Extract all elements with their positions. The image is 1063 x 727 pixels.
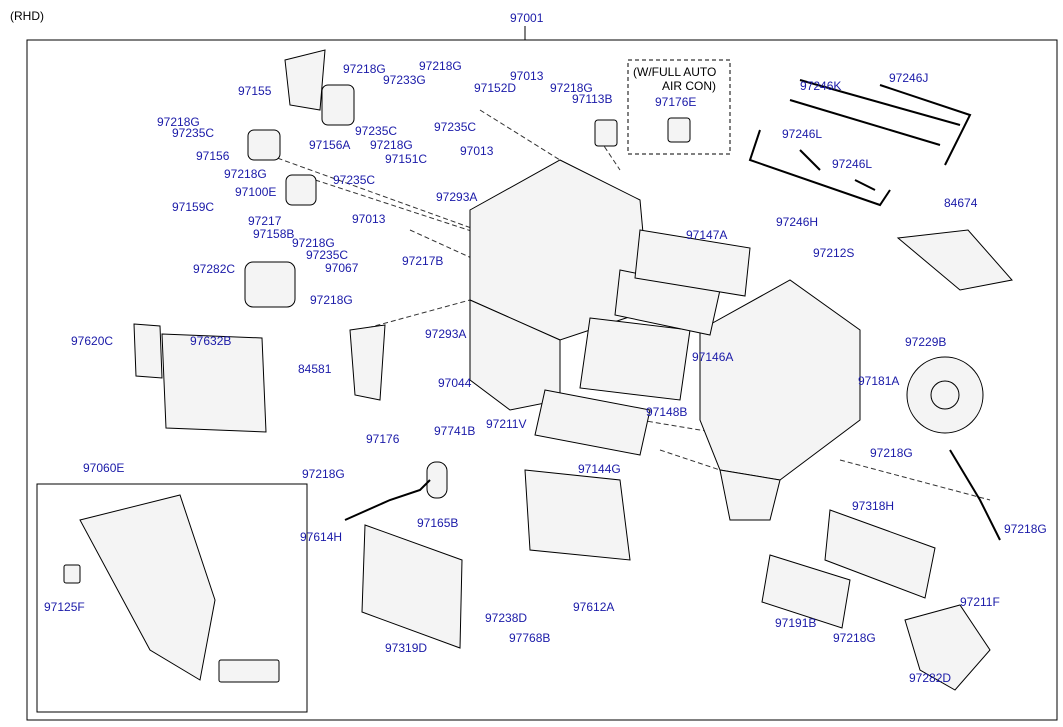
part-label: 97218G	[550, 81, 593, 95]
part-label: 97768B	[509, 631, 551, 645]
part-label: 97013	[352, 212, 386, 226]
part-label: 97235C	[172, 126, 215, 140]
part-label: 97152D	[474, 81, 517, 95]
part-label: 97218G	[292, 236, 335, 250]
part-label: 97318H	[852, 499, 895, 513]
part-label: 97218G	[833, 631, 876, 645]
part-label: 97218G	[870, 446, 913, 460]
part-label: 97144G	[578, 462, 621, 476]
part-label: 97156A	[309, 138, 351, 152]
part-label: 97013	[460, 144, 494, 158]
note-line-2: AIR CON)	[662, 79, 716, 93]
part-label: 97293A	[425, 327, 467, 341]
part-label: 97060E	[83, 461, 125, 475]
part-label: 97176E	[655, 95, 697, 109]
part-label: 97282C	[193, 262, 236, 276]
subassembly-frame	[36, 483, 308, 713]
part-label: 97246L	[782, 127, 823, 141]
part-label: 97067	[325, 261, 359, 275]
part-label: 97218G	[370, 138, 413, 152]
note-box	[627, 59, 731, 155]
part-label: 97211V	[486, 417, 527, 431]
part-label: 97100E	[235, 185, 277, 199]
part-label: 97218G	[157, 115, 200, 129]
part-label: 97013	[510, 69, 544, 83]
part-label: 97282D	[909, 671, 952, 685]
part-label: 97218G	[419, 59, 462, 73]
part-label: 97217	[248, 214, 282, 228]
part-label: 97293A	[436, 190, 478, 204]
part-label: 97044	[438, 376, 472, 390]
part-label: 97125F	[44, 600, 85, 614]
part-label: 97148B	[646, 405, 688, 419]
part-label: 97632B	[190, 334, 232, 348]
part-label: 97147A	[686, 228, 728, 242]
part-label: 97319D	[385, 641, 428, 655]
part-label: 97155	[238, 84, 272, 98]
part-label: 97614H	[300, 530, 343, 544]
part-label: 97218G	[310, 293, 353, 307]
part-label: 97235C	[333, 173, 376, 187]
part-label: 97165B	[417, 516, 459, 530]
part-label: 97176	[366, 432, 400, 446]
part-label: 97146A	[692, 350, 734, 364]
part-label: 97159C	[172, 200, 215, 214]
part-label: 97211F	[960, 595, 1000, 609]
note-line-1: (W/FULL AUTO	[633, 65, 717, 79]
outer-assembly-frame	[26, 39, 1058, 721]
part-label: 97238D	[485, 611, 528, 625]
part-label: 97235C	[355, 124, 398, 138]
part-label: 97151C	[385, 152, 428, 166]
part-label: 97218G	[1004, 522, 1047, 536]
part-label: 97158B	[253, 227, 295, 241]
part-label: 97156	[196, 149, 230, 163]
part-label: 97246J	[889, 71, 929, 85]
part-label: 97113B	[572, 92, 613, 106]
part-label: 97235C	[306, 248, 349, 262]
part-label: 97233G	[383, 73, 426, 87]
part-label: 97741B	[434, 424, 476, 438]
part-label: 97181A	[858, 374, 900, 388]
part-label: 97218G	[343, 62, 386, 76]
part-label: 97229B	[905, 335, 947, 349]
part-label: 84674	[944, 196, 978, 210]
part-label: 97246L	[832, 157, 873, 171]
part-label: 97217B	[402, 254, 444, 268]
part-label: 84581	[298, 362, 332, 376]
variant-label: (RHD)	[10, 9, 44, 23]
part-label: 97620C	[71, 334, 114, 348]
part-label: 97218G	[302, 467, 345, 481]
part-label: 97612A	[573, 600, 615, 614]
assembly-number-label: 97001	[510, 11, 544, 25]
part-label: 97218G	[224, 167, 267, 181]
part-label: 97235C	[434, 120, 477, 134]
part-label: 97212S	[813, 246, 855, 260]
part-label: 97246H	[776, 215, 819, 229]
part-label: 97191B	[775, 616, 817, 630]
part-label: 97246K	[800, 79, 842, 93]
